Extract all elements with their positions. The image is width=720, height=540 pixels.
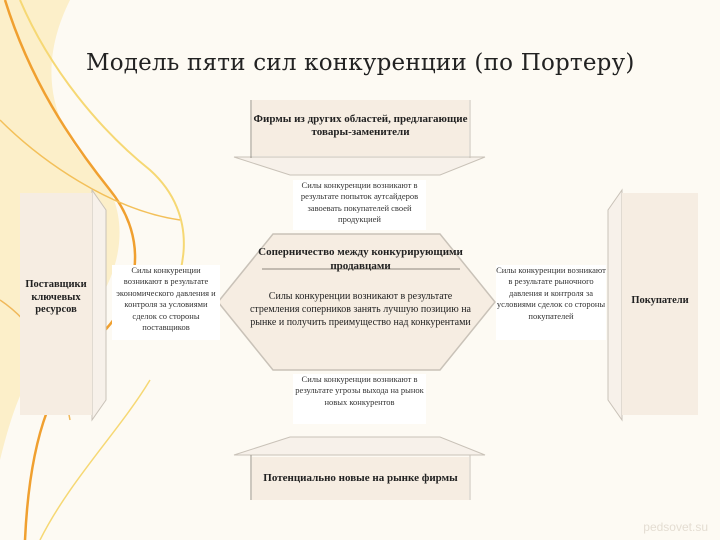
watermark-text: pedsovet.su bbox=[643, 520, 708, 534]
buyers-box: Покупатели bbox=[622, 193, 698, 415]
page-title: Модель пяти сил конкуренции (по Портеру) bbox=[86, 50, 635, 76]
arrow-from-new-entrants bbox=[233, 436, 486, 456]
note-right-buyers: Силы конкуренции возникают в результате … bbox=[496, 265, 606, 340]
center-heading: Соперничество между конкурирующими прода… bbox=[258, 246, 463, 273]
arrow-from-substitutes bbox=[233, 156, 486, 176]
suppliers-box: Поставщики ключевых ресурсов bbox=[20, 193, 92, 415]
note-top-outsiders: Силы конкуренции возникают в результате … bbox=[293, 180, 426, 230]
arrow-from-buyers bbox=[607, 188, 623, 422]
substitutes-box: Фирмы из других областей, предлагающие т… bbox=[252, 100, 469, 156]
new-entrants-box: Потенциально новые на рынке фирмы bbox=[252, 457, 469, 500]
arrow-from-suppliers bbox=[91, 188, 107, 422]
note-bottom-new-entrants: Силы конкуренции возникают в результате … bbox=[293, 374, 426, 424]
center-body: Силы конкуренции возникают в результате … bbox=[249, 291, 471, 328]
note-left-suppliers: Силы конкуренции возникают в результате … bbox=[112, 265, 220, 340]
